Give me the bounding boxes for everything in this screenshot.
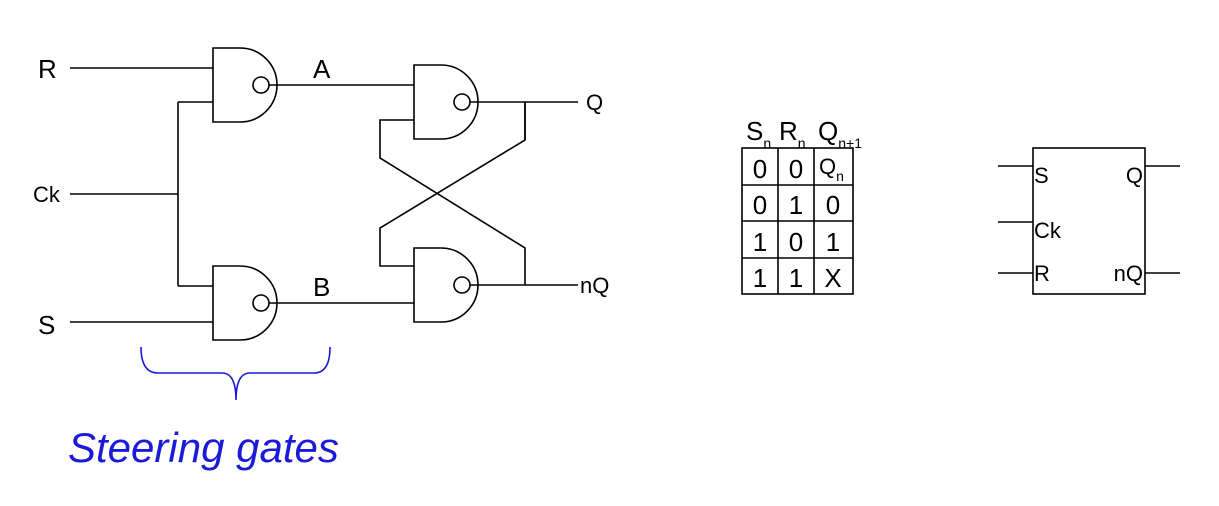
steering-gates-brace (140, 346, 331, 401)
truth-table-cell: 0 (826, 190, 840, 220)
label-ck-input: Ck (33, 182, 61, 207)
steering-nand-bubble-top (252, 76, 270, 94)
truth-table-cell: 0 (753, 154, 767, 184)
pin-s-label: S (1034, 163, 1049, 188)
truth-table-cell: 1 (789, 190, 803, 220)
truth-table-cell: 1 (753, 227, 767, 257)
latch-nand-bubble-top (453, 93, 471, 111)
label-s-input: S (38, 310, 55, 340)
truth-table-header-r: Rn (779, 116, 806, 151)
truth-table-cell: 1 (753, 263, 767, 293)
latch-nand-gate-top (413, 64, 479, 140)
flip-flop-symbol-box (1032, 147, 1146, 295)
truth-table-cell: X (824, 263, 841, 293)
pin-q-label: Q (1126, 163, 1143, 188)
pin-ck-label: Ck (1034, 218, 1062, 243)
truth-table: Sn Rn Qn+1 0 0 Qn 0 1 0 1 0 1 1 1 X (741, 116, 862, 295)
steering-nand-gate-bottom (212, 265, 278, 341)
latch-nand-gate-bottom (413, 247, 479, 323)
truth-table-cell: 1 (789, 263, 803, 293)
pin-nq-label: nQ (1114, 261, 1143, 286)
wire-feedback-q-cross (379, 102, 526, 267)
truth-table-header-q: Qn+1 (818, 116, 862, 151)
steering-nand-gate-top (212, 47, 278, 123)
label-r-input: R (38, 54, 57, 84)
truth-table-header-s: Sn (746, 116, 771, 151)
label-node-b: B (313, 272, 330, 302)
flip-flop-symbol: S Ck R Q nQ (998, 147, 1180, 295)
wire-feedback-nq-cross (379, 119, 526, 285)
label-node-a: A (313, 54, 331, 84)
pin-r-label: R (1034, 261, 1050, 286)
truth-table-cell: 1 (826, 227, 840, 257)
caption-steering-gates: Steering gates (68, 424, 339, 471)
steering-nand-bubble-bottom (252, 294, 270, 312)
truth-table-cell: 0 (789, 227, 803, 257)
truth-table-cell: 0 (753, 190, 767, 220)
label-q-output: Q (586, 90, 603, 115)
label-nq-output: nQ (580, 273, 609, 298)
latch-nand-bubble-bottom (453, 276, 471, 294)
truth-table-cell: Qn (819, 154, 844, 184)
truth-table-cell: 0 (789, 154, 803, 184)
